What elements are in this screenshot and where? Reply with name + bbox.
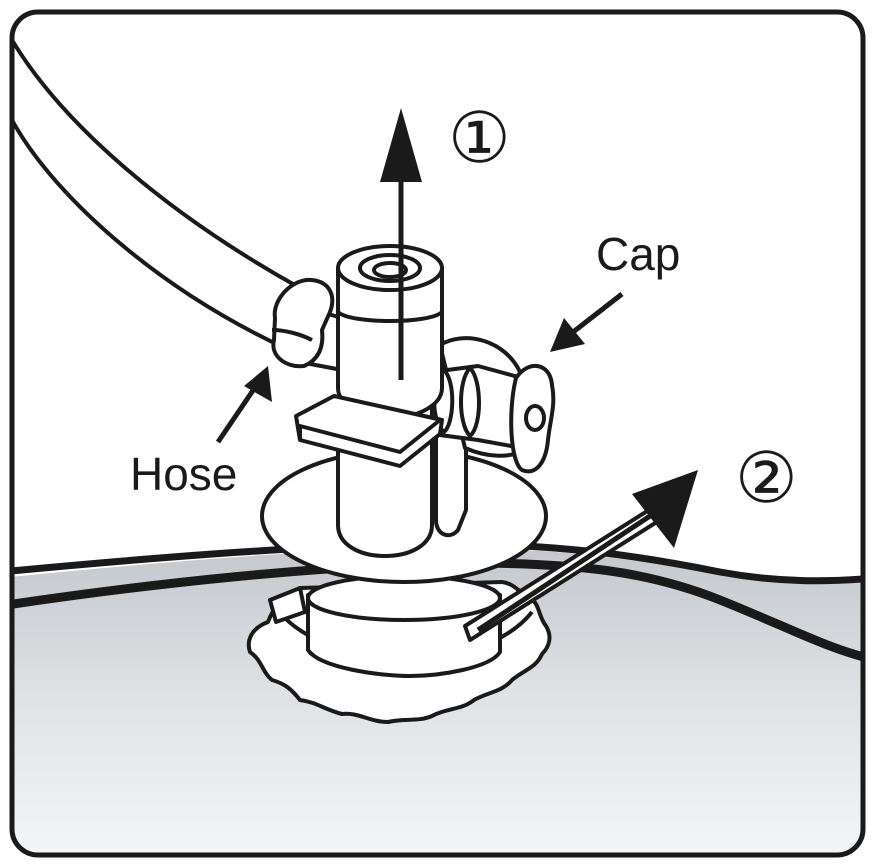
step-one-label: ① (448, 97, 511, 179)
hose-outer-bottom (12, 119, 286, 350)
valve-body-inner (372, 261, 408, 279)
hose-outer-top (12, 38, 301, 290)
valve-stem-slot (434, 423, 468, 538)
frame-border (9, 9, 866, 858)
valve-stem (336, 438, 434, 558)
hose-pointer-arrow (215, 366, 272, 444)
step-two-arrow (463, 470, 698, 642)
nut-tab-left (268, 586, 307, 624)
hose-clip-band (271, 328, 313, 342)
cap-pointer-arrow (550, 292, 624, 352)
tank-rim-lower (12, 558, 863, 665)
cap-hole (524, 404, 546, 432)
cap-ridge-2 (459, 366, 481, 438)
hose-label: Hose (130, 448, 237, 500)
step-one-arrow (380, 108, 422, 380)
step-two-label: ② (735, 437, 798, 519)
valve-assembly (246, 244, 556, 724)
valve-body-band (336, 310, 444, 323)
cap-label: Cap (596, 228, 680, 280)
hose-clip (271, 277, 335, 369)
flange-plate-edge (298, 418, 442, 454)
